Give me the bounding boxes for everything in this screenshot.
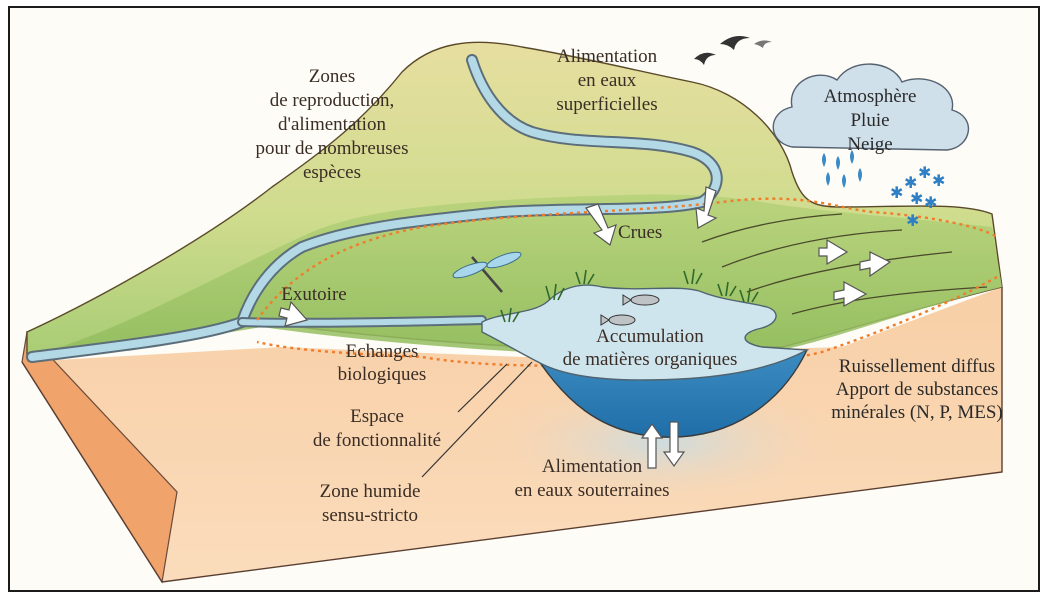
svg-text:Atmosphère: Atmosphère bbox=[824, 86, 917, 107]
svg-text:✱: ✱ bbox=[918, 163, 931, 182]
svg-text:Espace: Espace bbox=[350, 406, 404, 427]
svg-text:minérales (N, P, MES): minérales (N, P, MES) bbox=[831, 402, 1003, 423]
svg-text:✱: ✱ bbox=[932, 171, 945, 190]
label-exutoire: Exutoire bbox=[281, 284, 346, 305]
raindrop-icon bbox=[822, 150, 862, 188]
svg-text:superficielles: superficielles bbox=[556, 94, 657, 115]
svg-text:sensu-stricto: sensu-stricto bbox=[322, 505, 418, 526]
svg-text:en eaux souterraines: en eaux souterraines bbox=[514, 480, 669, 501]
svg-text:Neige: Neige bbox=[847, 134, 892, 155]
wetland-diagram: ✱ ✱ ✱ ✱ ✱ ✱ ✱ Zones de reproduction, d'a… bbox=[10, 8, 1040, 592]
svg-text:✱: ✱ bbox=[906, 211, 919, 230]
label-crues: Crues bbox=[618, 222, 662, 243]
svg-text:✱: ✱ bbox=[890, 183, 903, 202]
label-ruissellement: Ruissellement diffus Apport de substance… bbox=[831, 356, 1003, 423]
svg-text:Alimentation: Alimentation bbox=[542, 456, 643, 477]
svg-text:pour de nombreuses: pour de nombreuses bbox=[255, 138, 408, 159]
svg-text:d'alimentation: d'alimentation bbox=[278, 114, 386, 135]
svg-text:Accumulation: Accumulation bbox=[596, 326, 704, 347]
svg-text:Zone humide: Zone humide bbox=[320, 481, 421, 502]
svg-text:Apport de substances: Apport de substances bbox=[836, 379, 999, 400]
svg-text:Alimentation: Alimentation bbox=[557, 46, 658, 67]
svg-text:espèces: espèces bbox=[303, 162, 361, 183]
svg-text:Pluie: Pluie bbox=[850, 110, 889, 131]
svg-text:✱: ✱ bbox=[910, 189, 923, 208]
svg-text:de fonctionnalité: de fonctionnalité bbox=[313, 430, 441, 451]
svg-text:Echanges: Echanges bbox=[346, 341, 419, 362]
svg-text:Zones: Zones bbox=[309, 66, 355, 87]
svg-text:en eaux: en eaux bbox=[578, 70, 637, 91]
svg-text:de reproduction,: de reproduction, bbox=[270, 90, 395, 111]
diagram-frame: ✱ ✱ ✱ ✱ ✱ ✱ ✱ Zones de reproduction, d'a… bbox=[8, 6, 1040, 592]
svg-text:Ruissellement diffus: Ruissellement diffus bbox=[839, 356, 995, 377]
bird-icon bbox=[694, 36, 772, 65]
svg-text:de matières organiques: de matières organiques bbox=[563, 349, 738, 370]
svg-text:biologiques: biologiques bbox=[338, 364, 427, 385]
svg-text:✱: ✱ bbox=[924, 193, 937, 212]
